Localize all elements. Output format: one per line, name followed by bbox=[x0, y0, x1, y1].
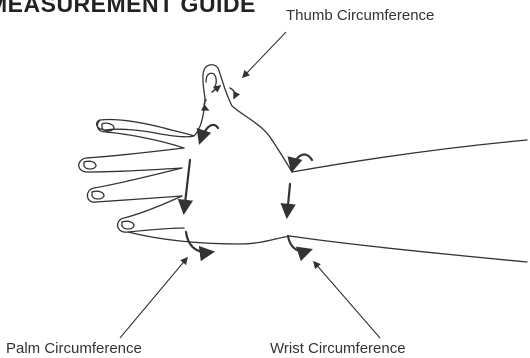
wrist-leader-arrow-icon bbox=[314, 262, 380, 338]
palm-top-arrow-icon bbox=[200, 125, 218, 142]
thumb-arrow-icon bbox=[230, 88, 235, 98]
thumb-leader-arrow-icon bbox=[243, 32, 286, 77]
thumb-arrow-icon bbox=[212, 86, 220, 92]
thumb-arrow-icon bbox=[204, 100, 208, 110]
palm-leader-arrow-icon bbox=[120, 258, 187, 338]
label-leaders bbox=[120, 32, 380, 338]
hand-outline bbox=[79, 65, 527, 262]
wrist-down-arrow-icon bbox=[287, 184, 290, 216]
palm-down-arrow-icon bbox=[184, 160, 190, 212]
wrist-top-arrow-icon bbox=[292, 155, 312, 170]
